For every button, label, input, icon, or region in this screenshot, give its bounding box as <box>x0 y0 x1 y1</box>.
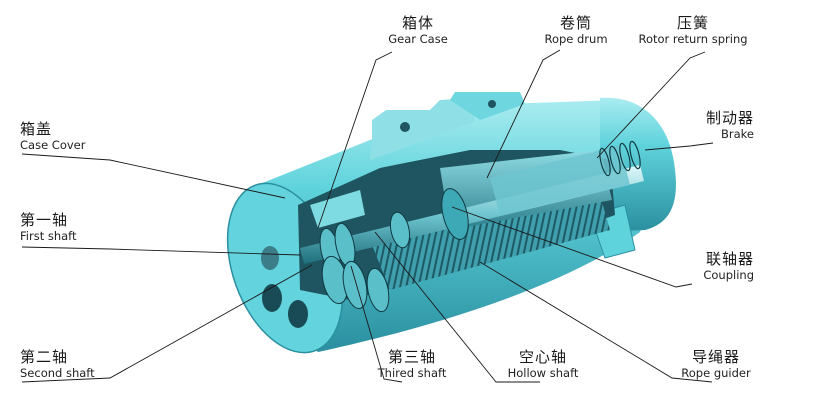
case-cover-en: Case Cover <box>20 138 86 152</box>
third-shaft-en: Thired shaft <box>377 366 447 380</box>
rotor-spring-en: Rotor return spring <box>638 32 748 46</box>
rope-guider-zh: 导绳器 <box>691 348 740 366</box>
label-third-shaft: 第三轴 Thired shaft <box>378 350 447 380</box>
rotor-spring-zh: 压簧 <box>676 14 709 32</box>
third-shaft-zh: 第三轴 <box>387 348 437 366</box>
hollow-shaft-zh: 空心轴 <box>518 348 568 366</box>
hollow-shaft-en: Hollow shaft <box>507 366 579 380</box>
brake-zh: 制动器 <box>705 109 754 127</box>
case-cover-zh: 箱盖 <box>20 120 53 138</box>
brake-en: Brake <box>721 127 754 141</box>
label-rotor-return-spring: 压簧 Rotor return spring <box>638 16 747 46</box>
label-rope-drum: 卷筒 Rope drum <box>544 16 607 46</box>
label-second-shaft: 第二轴 Second shaft <box>20 350 95 380</box>
label-rope-guider: 导绳器 Rope guider <box>681 350 750 380</box>
label-case-cover: 箱盖 Case Cover <box>20 122 85 152</box>
second-shaft-zh: 第二轴 <box>20 348 69 366</box>
label-gear-case: 箱体 Gear Case <box>388 16 448 46</box>
rope-guider-en: Rope guider <box>681 366 751 380</box>
gear-case-en: Gear Case <box>388 32 448 46</box>
gear-case-zh: 箱体 <box>401 14 434 32</box>
first-shaft-zh: 第一轴 <box>20 211 69 229</box>
first-shaft-en: First shaft <box>20 229 77 243</box>
label-brake: 制动器 Brake <box>706 111 754 141</box>
label-first-shaft: 第一轴 First shaft <box>20 213 77 243</box>
label-coupling: 联轴器 Coupling <box>703 252 754 282</box>
rope-drum-en: Rope drum <box>544 32 608 46</box>
label-hollow-shaft: 空心轴 Hollow shaft <box>508 350 579 380</box>
second-shaft-en: Second shaft <box>20 366 95 380</box>
coupling-zh: 联轴器 <box>705 250 754 268</box>
case-cover-openings <box>261 246 308 328</box>
rope-drum-zh: 卷筒 <box>559 14 592 32</box>
leader-lines <box>21 49 714 383</box>
coupling-en: Coupling <box>703 268 754 282</box>
